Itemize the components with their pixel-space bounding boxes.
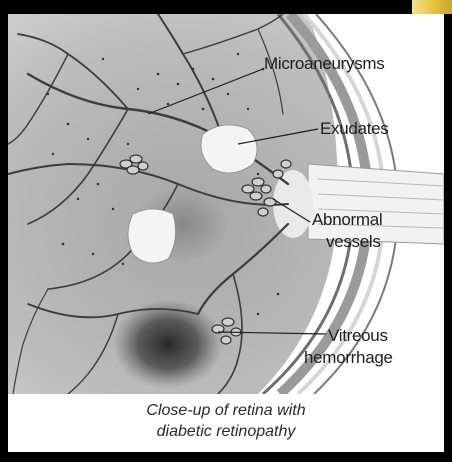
vitreous-hemorrhage xyxy=(113,299,223,389)
caption-line2: diabetic retinopathy xyxy=(8,421,444,442)
caption-line1: Close-up of retina with xyxy=(8,400,444,421)
figure-caption: Close-up of retina with diabetic retinop… xyxy=(8,400,444,442)
corner-decoration xyxy=(412,0,452,14)
label-abnormal-line1: Abnormal xyxy=(312,210,382,230)
label-abnormal-line2: vessels xyxy=(326,232,381,252)
label-vitreous-line1: Vitreous xyxy=(328,326,388,346)
label-exudates: Exudates xyxy=(320,119,388,139)
label-vitreous-line2: hemorrhage xyxy=(304,348,393,368)
label-microaneurysms: Microaneurysms xyxy=(264,54,385,74)
illustration-panel: Microaneurysms Exudates Abnormal vessels… xyxy=(8,14,444,452)
